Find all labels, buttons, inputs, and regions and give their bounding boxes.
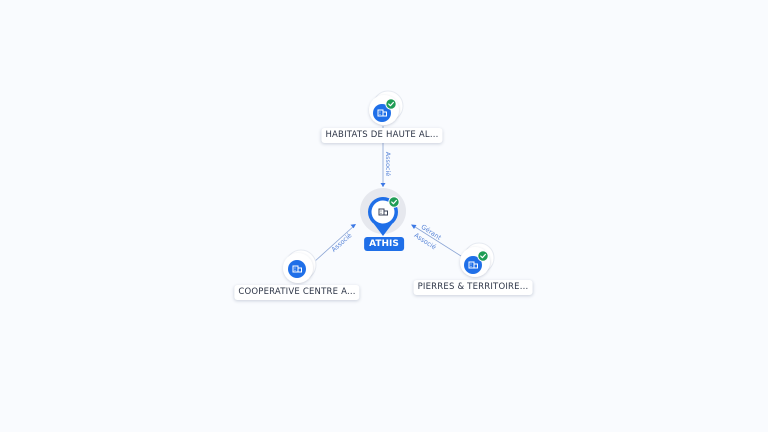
edge-arrowhead: [350, 224, 356, 229]
verified-check-icon: [477, 250, 489, 262]
node-cooperative[interactable]: [283, 249, 317, 283]
node-label-habitats[interactable]: HABITATS DE HAUTE AL...: [321, 128, 443, 143]
node-label-cooperative[interactable]: COOPERATIVE CENTRE A...: [234, 285, 360, 300]
node-pierres[interactable]: [460, 242, 495, 277]
center-node-athis[interactable]: [360, 188, 406, 236]
edge-label-cooperative: Associé: [330, 231, 354, 253]
company-building-icon: [292, 265, 302, 273]
edge-arrowhead: [411, 224, 417, 229]
verified-check-icon: [385, 98, 397, 110]
graph-edges: [313, 126, 462, 263]
node-label-pierres[interactable]: PIERRES & TERRITOIRE...: [413, 280, 533, 295]
verified-check-icon: [388, 196, 400, 208]
node-habitats[interactable]: [369, 90, 404, 125]
edge-label-habitats: Associé: [384, 152, 392, 177]
edge-pierres-athis: [411, 224, 462, 257]
center-node-label[interactable]: ATHIS: [364, 237, 404, 251]
edge-arrowhead: [380, 183, 386, 187]
edge-cooperative-athis: [313, 224, 356, 263]
company-building-icon: [378, 208, 388, 216]
company-building-icon: [377, 109, 387, 117]
company-building-icon: [468, 261, 478, 269]
